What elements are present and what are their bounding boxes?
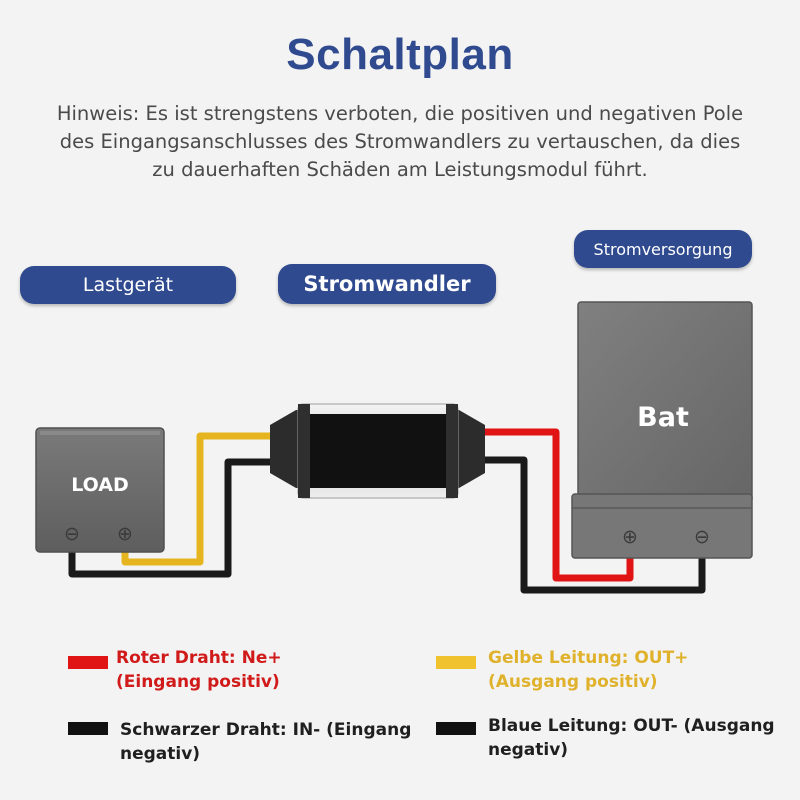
warning-note: Hinweis: Es ist strengstens verboten, di… [0, 100, 800, 184]
load-plus-terminal-icon: ⊕ [117, 523, 133, 545]
battery [571, 301, 753, 559]
legend-black-out-line-2: negativ) [488, 740, 569, 760]
wire-black-out-minus [68, 458, 275, 578]
battery-minus-terminal-icon: ⊖ [694, 526, 710, 548]
load-device [35, 427, 165, 553]
converter-module [270, 403, 485, 499]
wire-red-in-plus [480, 428, 634, 582]
label-converter: Stromwandler [278, 264, 496, 304]
label-power-supply: Stromversorgung [574, 230, 752, 268]
legend-swatch-black-out [436, 722, 476, 735]
legend-black-wire-in: Schwarzer Draht: IN- (Eingang negativ) [120, 718, 411, 766]
legend-yellow-line-2: (Ausgang positiv) [488, 672, 658, 692]
battery-plus-terminal-icon: ⊕ [622, 526, 638, 548]
wire-yellow-out-plus [121, 432, 275, 566]
label-load-device: Lastgerät [20, 266, 236, 304]
legend-swatch-black-in [68, 722, 108, 735]
page-title: Schaltplan [286, 30, 514, 79]
legend-black-out-line-1: Blaue Leitung: OUT- (Ausgang [488, 716, 775, 736]
legend-yellow-line-1: Gelbe Leitung: OUT+ [488, 648, 689, 668]
legend-swatch-yellow [436, 656, 476, 669]
warning-note-line-2: des Eingangsanschlusses des Stromwandler… [59, 130, 741, 153]
legend-yellow-wire: Gelbe Leitung: OUT+ (Ausgang positiv) [488, 646, 688, 694]
legend-red-line-1: Roter Draht: Ne+ [116, 648, 282, 668]
warning-note-line-3: zu dauerhaften Schäden am Leistungsmodul… [152, 158, 648, 181]
legend-red-line-2: (Eingang positiv) [116, 672, 280, 692]
wire-black-in-minus [480, 456, 706, 594]
battery-text: Bat [637, 402, 689, 433]
legend-black-in-line-2: negativ) [120, 744, 201, 764]
warning-note-line-1: Hinweis: Es ist strengstens verboten, di… [56, 102, 744, 125]
legend-swatch-red [68, 656, 108, 669]
legend-black-in-line-1: Schwarzer Draht: IN- (Eingang [120, 720, 412, 740]
load-minus-terminal-icon: ⊖ [64, 523, 80, 545]
legend-red-wire: Roter Draht: Ne+ (Eingang positiv) [116, 646, 282, 694]
legend-black-wire-out: Blaue Leitung: OUT- (Ausgang negativ) [488, 714, 775, 762]
load-text: LOAD [71, 474, 129, 496]
